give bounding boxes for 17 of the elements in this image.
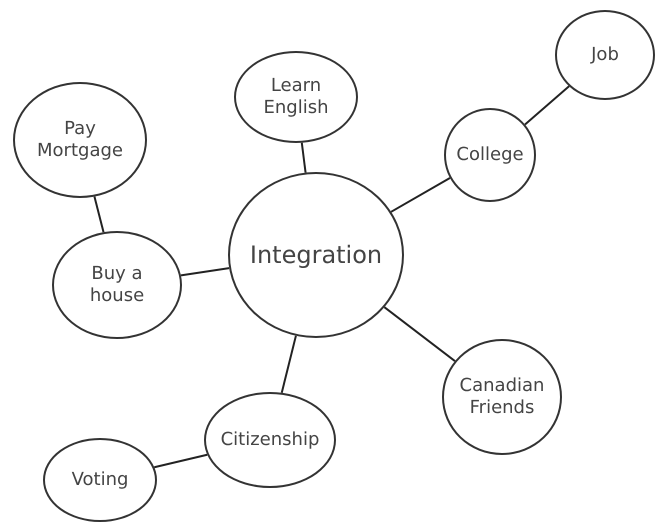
connector-line [384,306,456,362]
connector-line [390,177,450,213]
connector-line [93,196,104,232]
connector-line [180,267,230,276]
node-label: Canadian Friends [458,374,546,420]
node-label: College [455,144,525,166]
node-label: Learn English [262,74,330,120]
node-label: Citizenship [220,428,320,452]
connector-line [280,336,297,393]
node-label: Integration [248,240,384,270]
connector-line [154,454,208,468]
node-label: Pay Mortgage [36,118,124,162]
node-label: Job [589,44,620,66]
connector-line [524,86,570,126]
node-label: Voting [70,468,130,492]
node-label: Buy a house [88,262,146,308]
connector-line [300,142,307,173]
